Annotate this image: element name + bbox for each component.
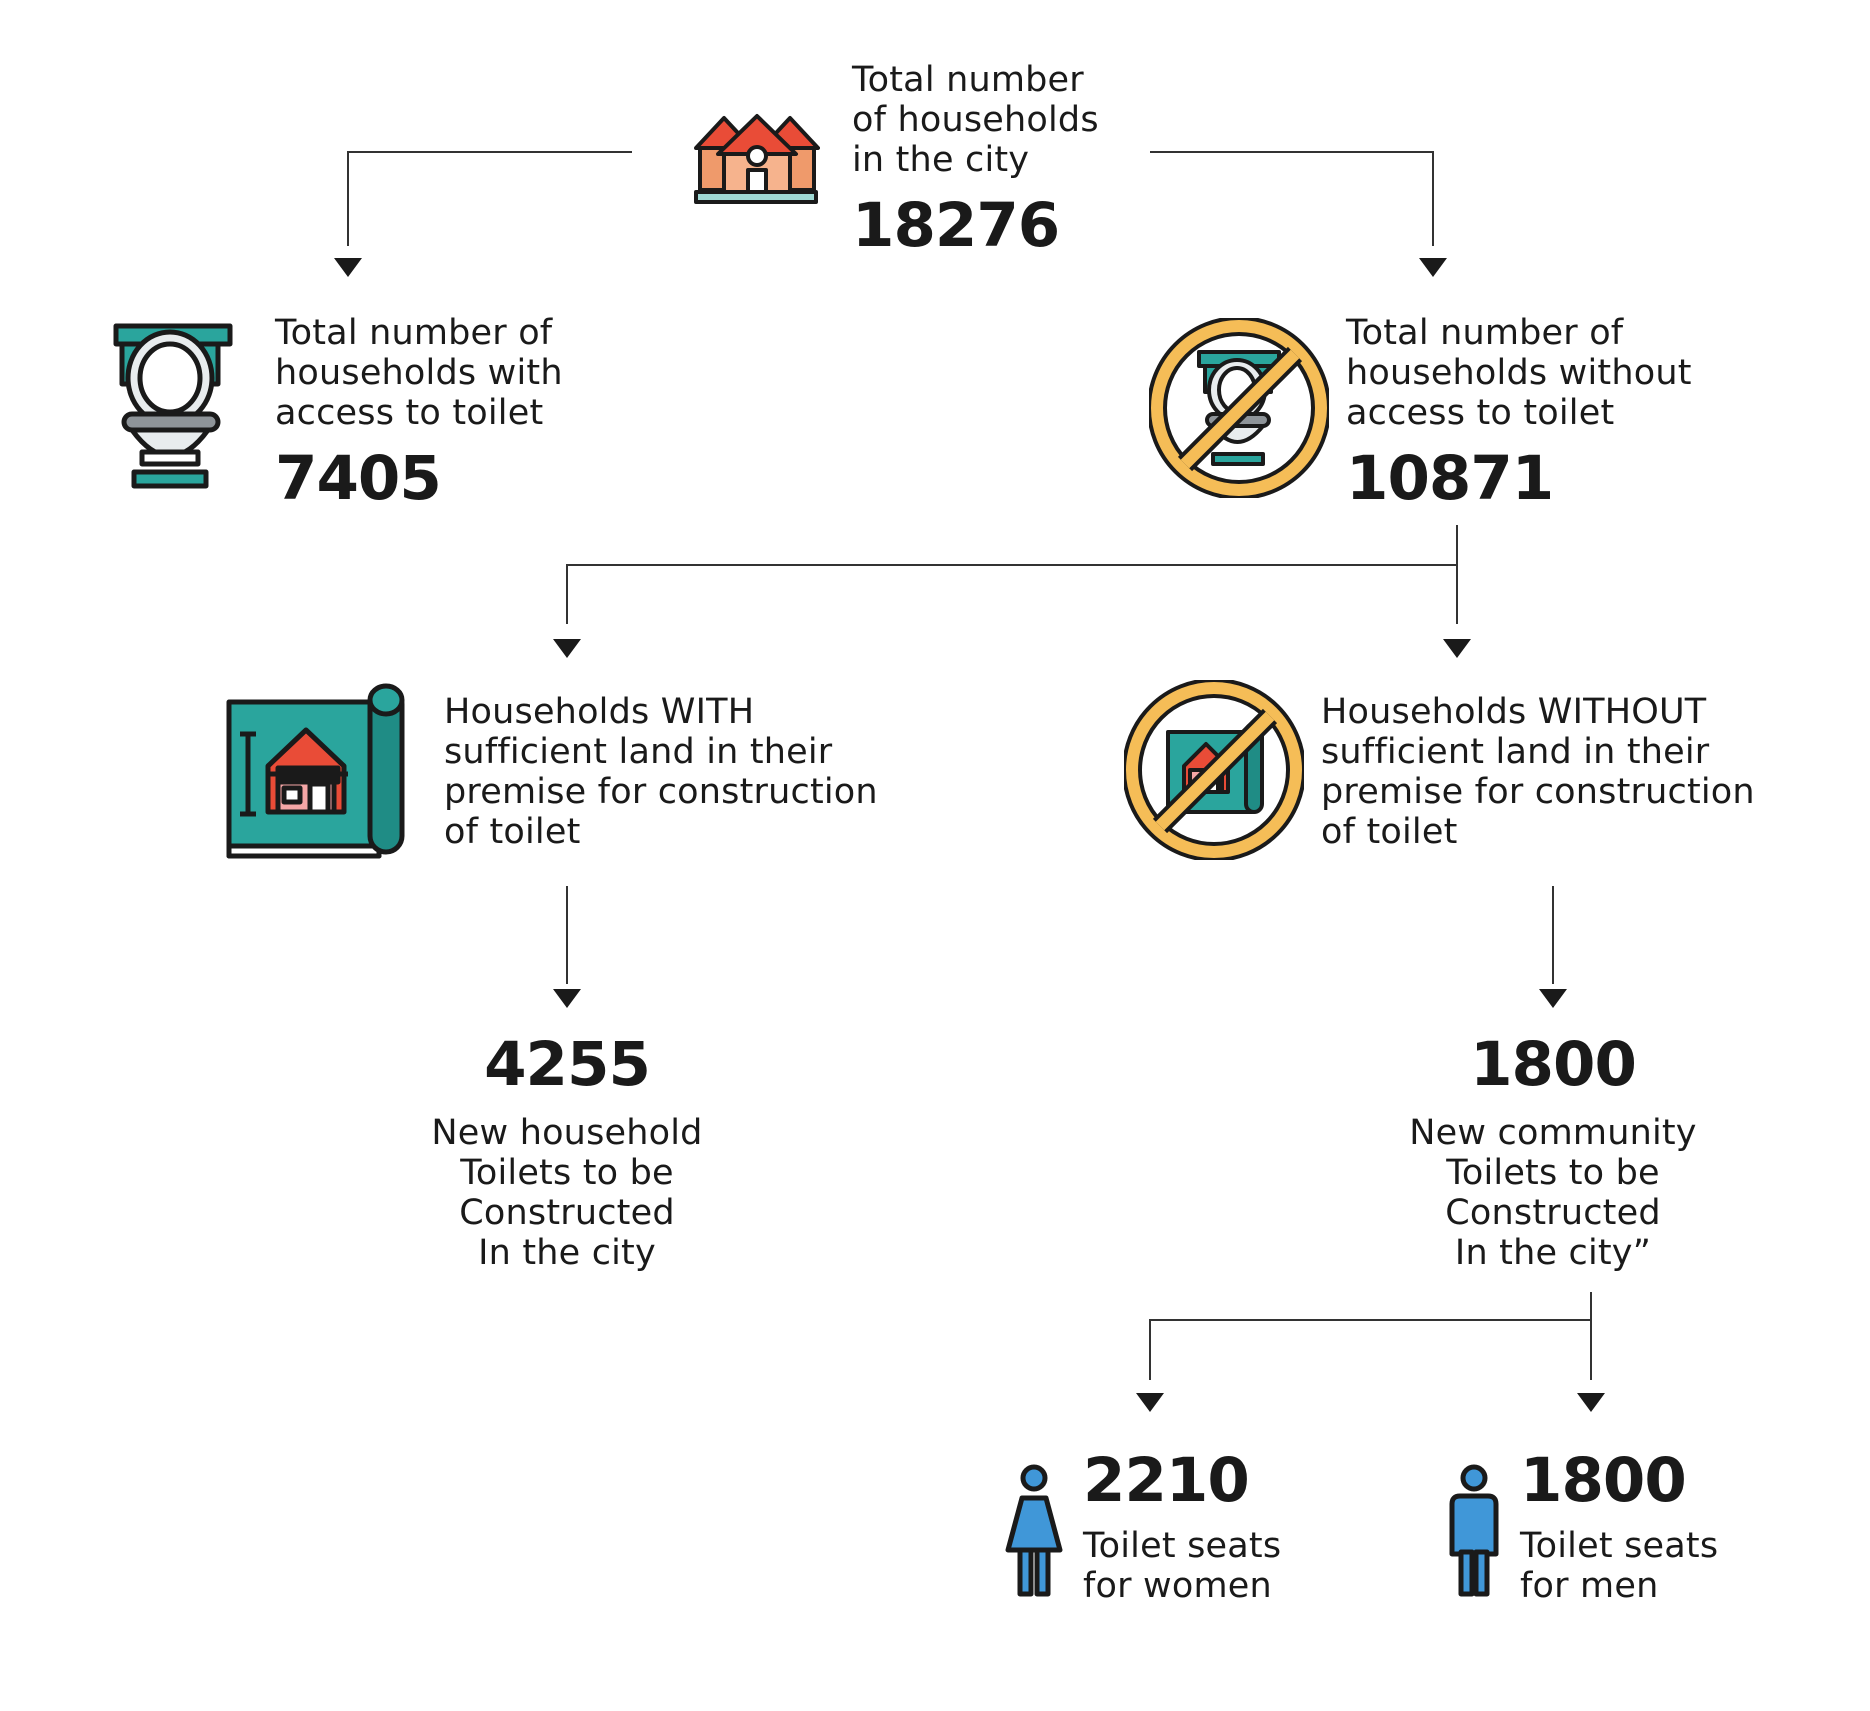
community-toilets-value: 1800 bbox=[1470, 1029, 1637, 1100]
arrowhead bbox=[1136, 1393, 1164, 1412]
blueprint-icon bbox=[226, 683, 405, 859]
community-toilets-label: New community Toilets to be Constructed … bbox=[1409, 1113, 1697, 1273]
without-access-label: Total number of households without acces… bbox=[1346, 313, 1692, 433]
arrowhead bbox=[1539, 989, 1567, 1008]
arrowhead bbox=[553, 989, 581, 1008]
arrowhead bbox=[334, 258, 362, 277]
toilet-icon bbox=[113, 323, 233, 489]
without-land-label: Households WITHOUT sufficient land in th… bbox=[1321, 692, 1755, 852]
with-access-value: 7405 bbox=[275, 443, 442, 514]
without-access-value: 10871 bbox=[1346, 443, 1554, 514]
arrowhead bbox=[1443, 639, 1471, 658]
connector-community-split bbox=[1149, 1292, 1592, 1380]
no-blueprint-icon bbox=[1124, 680, 1304, 860]
connector-root-right bbox=[1150, 151, 1434, 246]
arrowhead bbox=[553, 639, 581, 658]
women-seats-label: Toilet seats for women bbox=[1083, 1526, 1282, 1606]
with-access-label: Total number of households with access t… bbox=[275, 313, 563, 433]
houses-icon bbox=[694, 114, 820, 204]
connector-access-split bbox=[566, 525, 1458, 624]
arrowhead bbox=[1577, 1393, 1605, 1412]
connector-root-left bbox=[347, 151, 632, 246]
men-seats-value: 1800 bbox=[1520, 1445, 1687, 1516]
with-land-label: Households WITH sufficient land in their… bbox=[444, 692, 878, 852]
root-label: Total number of households in the city bbox=[852, 60, 1099, 180]
household-toilets-label: New household Toilets to be Constructed … bbox=[431, 1113, 703, 1273]
household-toilets-value: 4255 bbox=[484, 1029, 651, 1100]
root-value: 18276 bbox=[852, 190, 1060, 261]
man-icon bbox=[1449, 1464, 1499, 1597]
no-toilet-icon bbox=[1149, 318, 1329, 498]
arrowhead bbox=[1419, 258, 1447, 277]
men-seats-label: Toilet seats for men bbox=[1520, 1526, 1719, 1606]
woman-icon bbox=[1005, 1464, 1063, 1597]
women-seats-value: 2210 bbox=[1083, 1445, 1250, 1516]
